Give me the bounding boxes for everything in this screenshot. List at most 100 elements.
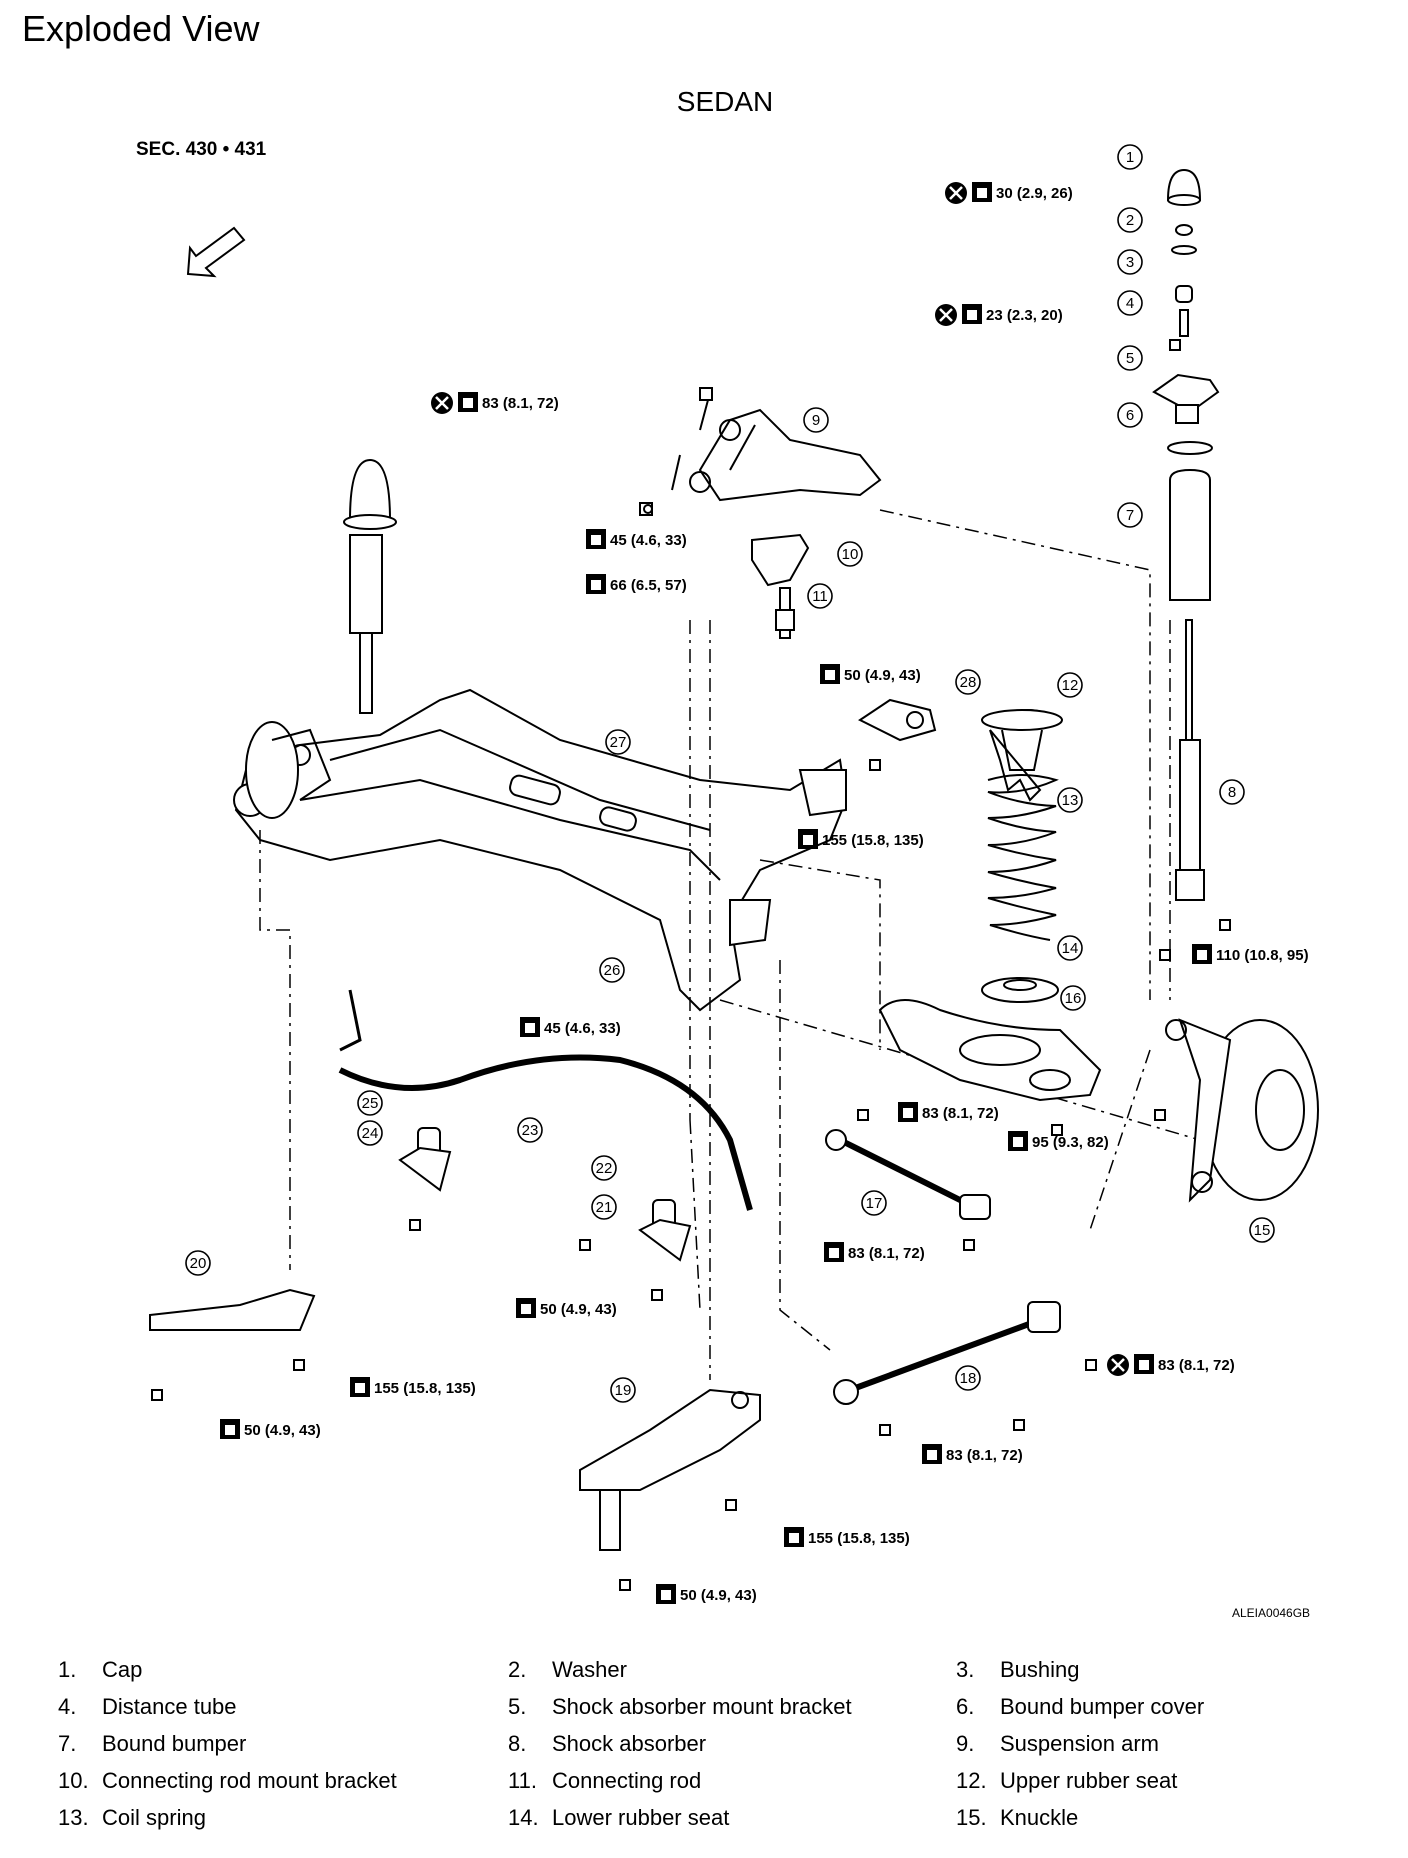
page-title: Exploded View xyxy=(22,8,260,49)
torque-value: 45 (4.6, 33) xyxy=(610,532,687,549)
torque-value: 155 (15.8, 135) xyxy=(822,832,924,849)
torque-spec: 95 (9.3, 82) xyxy=(1008,1131,1109,1151)
callout-number: 6 xyxy=(1126,407,1134,424)
torque-spec: 83 (8.1, 72) xyxy=(898,1102,999,1122)
callout-28: 28 xyxy=(955,669,981,695)
callout-number: 22 xyxy=(596,1160,613,1177)
legend-item: 8. Shock absorber xyxy=(508,1731,706,1757)
legend-label: Bushing xyxy=(1000,1657,1080,1682)
callout-number: 2 xyxy=(1126,212,1134,229)
torque-value: 66 (6.5, 57) xyxy=(610,577,687,594)
legend-item: 1.Cap xyxy=(58,1657,142,1683)
callout-12: 12 xyxy=(1057,672,1083,698)
callout-number: 14 xyxy=(1062,940,1079,957)
torque-spec: 30 (2.9, 26) xyxy=(945,182,1073,204)
torque-value: 83 (8.1, 72) xyxy=(1158,1357,1235,1374)
callout-number: 12 xyxy=(1062,677,1079,694)
callout-22: 22 xyxy=(591,1155,617,1181)
legend-number: 15. xyxy=(956,1805,987,1830)
torque-value: 83 (8.1, 72) xyxy=(922,1105,999,1122)
torque-spec: 110 (10.8, 95) xyxy=(1192,944,1309,964)
legend-item: 15. Knuckle xyxy=(956,1805,1078,1831)
legend-number: 3. xyxy=(956,1657,975,1682)
lower-rubber-seat-part xyxy=(981,977,1059,1003)
legend-number: 7. xyxy=(58,1731,77,1756)
callout-1: 1 xyxy=(1117,144,1143,170)
connecting-rod-bracket-part xyxy=(751,533,810,639)
callout-number: 20 xyxy=(190,1255,207,1272)
legend-number: 12. xyxy=(956,1768,987,1793)
stabilizer-bar-part xyxy=(338,989,753,1211)
callout-number: 23 xyxy=(522,1122,539,1139)
torque-value: 83 (8.1, 72) xyxy=(482,395,559,412)
torque-spec: 66 (6.5, 57) xyxy=(586,574,687,594)
fasteners xyxy=(151,759,1231,1591)
legend-label: Connecting rod mount bracket xyxy=(102,1768,397,1793)
callout-number: 17 xyxy=(866,1195,883,1212)
legend-item: 10. Connecting rod mount bracket xyxy=(58,1768,397,1794)
member-bracket-part xyxy=(149,1288,761,1551)
legend-number: 9. xyxy=(956,1731,975,1756)
legend-label: Coil spring xyxy=(102,1805,206,1830)
callout-19: 19 xyxy=(610,1377,636,1403)
legend-item: 9. Suspension arm xyxy=(956,1731,1159,1757)
torque-value: 45 (4.6, 33) xyxy=(544,1020,621,1037)
callout-number: 8 xyxy=(1228,784,1236,801)
callout-10: 10 xyxy=(837,541,863,567)
legend-label: Suspension arm xyxy=(1000,1731,1159,1756)
callout-number: 10 xyxy=(842,546,859,563)
legend-label: Bound bumper xyxy=(102,1731,247,1756)
stabilizer-bushings xyxy=(398,1127,692,1262)
callout-number: 25 xyxy=(362,1095,379,1112)
callout-11: 11 xyxy=(807,583,833,609)
callout-number: 11 xyxy=(812,588,828,605)
callout-17: 17 xyxy=(861,1190,887,1216)
callout-number: 1 xyxy=(1126,149,1134,166)
lower-link-part xyxy=(878,999,1102,1102)
right-shock-assembly xyxy=(1152,168,1220,901)
torque-spec: 83 (8.1, 72) xyxy=(922,1444,1023,1464)
callout-5: 5 xyxy=(1117,345,1143,371)
callout-number: 4 xyxy=(1126,295,1134,312)
callout-9: 9 xyxy=(803,407,829,433)
legend-label: Lower rubber seat xyxy=(552,1805,730,1830)
coil-spring-part xyxy=(981,709,1063,941)
torque-value: 83 (8.1, 72) xyxy=(946,1447,1023,1464)
callout-24: 24 xyxy=(357,1120,383,1146)
callout-26: 26 xyxy=(599,957,625,983)
torque-spec: 155 (15.8, 135) xyxy=(784,1527,910,1547)
torque-spec: 45 (4.6, 33) xyxy=(586,529,687,549)
legend-number: 10. xyxy=(58,1768,89,1793)
legend-item: 12.Upper rubber seat xyxy=(956,1768,1177,1794)
callout-18: 18 xyxy=(955,1365,981,1391)
callout-number: 3 xyxy=(1126,254,1134,271)
suspension-arm-part xyxy=(689,408,882,502)
torque-spec: 155 (15.8, 135) xyxy=(798,829,924,849)
legend-label: Bound bumper cover xyxy=(1000,1694,1205,1719)
legend-number: 11. xyxy=(508,1768,537,1793)
callout-number: 7 xyxy=(1126,507,1134,524)
legend-label: Shock absorber mount bracket xyxy=(552,1694,852,1719)
torque-spec: 50 (4.9, 43) xyxy=(220,1419,321,1439)
legend-label: Shock absorber xyxy=(552,1731,707,1756)
torque-value: 110 (10.8, 95) xyxy=(1216,947,1309,964)
torque-spec: 83 (8.1, 72) xyxy=(431,392,559,414)
knuckle-part xyxy=(1165,1018,1319,1203)
document-id: ALEIA0046GB xyxy=(1232,1606,1311,1620)
torque-spec: 23 (2.3, 20) xyxy=(935,304,1063,326)
torque-spec: 45 (4.6, 33) xyxy=(520,1017,621,1037)
legend-item: 3. Bushing xyxy=(956,1657,1080,1683)
upper-rubber-seat-part xyxy=(858,698,937,742)
legend-number: 8. xyxy=(508,1731,527,1756)
callout-16: 16 xyxy=(1060,985,1086,1011)
torque-spec: 50 (4.9, 43) xyxy=(820,664,921,684)
callout-markers: 1234567891011121314151617181920212223242… xyxy=(185,144,1275,1403)
callout-21: 21 xyxy=(591,1194,617,1220)
torque-value: 50 (4.9, 43) xyxy=(680,1587,757,1604)
torque-value: 50 (4.9, 43) xyxy=(244,1422,321,1439)
torque-value: 155 (15.8, 135) xyxy=(808,1530,910,1547)
legend-number: 4. xyxy=(58,1694,77,1719)
legend-label: Knuckle xyxy=(1000,1805,1079,1830)
upper-link-rod-part xyxy=(825,1129,991,1220)
callout-number: 24 xyxy=(362,1125,379,1142)
